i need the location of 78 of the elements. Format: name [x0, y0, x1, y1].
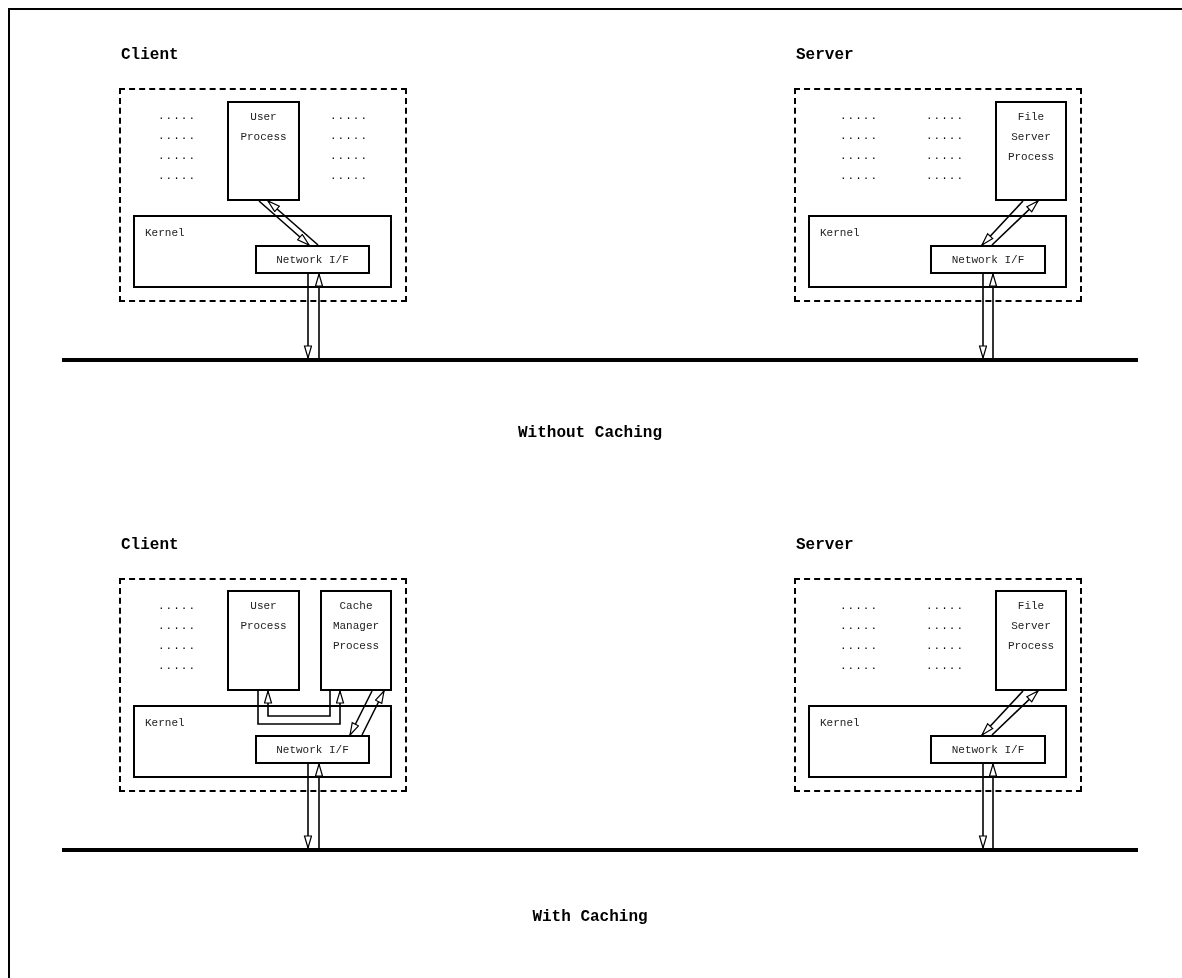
arrow [349, 690, 373, 736]
ellipsis-dots: ..... [926, 110, 964, 122]
arrow [981, 690, 1024, 736]
ellipsis-dots: ..... [330, 130, 368, 142]
kernel-box [133, 705, 392, 778]
ellipsis-dots: ..... [158, 620, 196, 632]
box-label: Network I/F [275, 743, 350, 758]
group-title: Client [121, 46, 179, 64]
ellipsis-dots: ..... [840, 150, 878, 162]
box-label: Network I/F [950, 253, 1026, 268]
arrow [988, 273, 998, 359]
caption: Without Caching [518, 424, 662, 442]
box-label: User Process [239, 599, 288, 634]
arrow [361, 690, 385, 736]
ellipsis-dots: ..... [158, 660, 196, 672]
ellipsis-dots: ..... [926, 130, 964, 142]
caption: With Caching [532, 908, 648, 926]
arrow [978, 763, 988, 849]
arrow [991, 690, 1039, 736]
box-label: Network I/F [950, 743, 1026, 758]
kernel-box [808, 705, 1067, 778]
process-box [995, 101, 1067, 201]
arrow [257, 690, 345, 725]
ellipsis-dots: ..... [330, 150, 368, 162]
group-title: Server [796, 46, 854, 64]
kernel-box [808, 215, 1067, 288]
arrow [314, 763, 324, 849]
ellipsis-dots: ..... [926, 660, 964, 672]
arrow [303, 763, 313, 849]
ellipsis-dots: ..... [926, 620, 964, 632]
kernel-box [133, 215, 392, 288]
interface-box [930, 735, 1046, 764]
box-label: Kernel [820, 226, 860, 241]
interface-box [255, 245, 370, 274]
arrow [267, 200, 319, 246]
ellipsis-dots: ..... [158, 600, 196, 612]
ellipsis-dots: ..... [926, 640, 964, 652]
ellipsis-dots: ..... [840, 130, 878, 142]
arrow [263, 690, 331, 717]
interface-box [255, 735, 370, 764]
ellipsis-dots: ..... [840, 620, 878, 632]
process-box [320, 590, 392, 691]
ellipsis-dots: ..... [158, 130, 196, 142]
ellipsis-dots: ..... [840, 600, 878, 612]
group-title: Client [121, 536, 179, 554]
box-label: User Process [239, 110, 288, 145]
arrow [978, 273, 988, 359]
box-label: File Server Process [1006, 110, 1056, 165]
ellipsis-dots: ..... [158, 170, 196, 182]
ellipsis-dots: ..... [330, 110, 368, 122]
ellipsis-dots: ..... [926, 150, 964, 162]
arrow [981, 200, 1024, 246]
ellipsis-dots: ..... [840, 110, 878, 122]
ellipsis-dots: ..... [158, 110, 196, 122]
arrow [991, 200, 1039, 246]
box-label: Kernel [145, 716, 185, 731]
process-box [227, 590, 300, 691]
group-title: Server [796, 536, 854, 554]
ellipsis-dots: ..... [926, 600, 964, 612]
arrow [988, 763, 998, 849]
ellipsis-dots: ..... [926, 170, 964, 182]
ellipsis-dots: ..... [158, 150, 196, 162]
arrow [314, 273, 324, 359]
arrow [258, 200, 310, 246]
box-label: Kernel [145, 226, 185, 241]
ellipsis-dots: ..... [158, 640, 196, 652]
ellipsis-dots: ..... [840, 640, 878, 652]
box-label: Network I/F [275, 253, 350, 268]
ellipsis-dots: ..... [330, 170, 368, 182]
box-label: Kernel [820, 716, 860, 731]
arrow [303, 273, 313, 359]
process-box [227, 101, 300, 201]
box-label: File Server Process [1006, 599, 1056, 654]
box-label: Cache Manager Process [331, 599, 381, 654]
ellipsis-dots: ..... [840, 660, 878, 672]
ellipsis-dots: ..... [840, 170, 878, 182]
interface-box [930, 245, 1046, 274]
process-box [995, 590, 1067, 691]
